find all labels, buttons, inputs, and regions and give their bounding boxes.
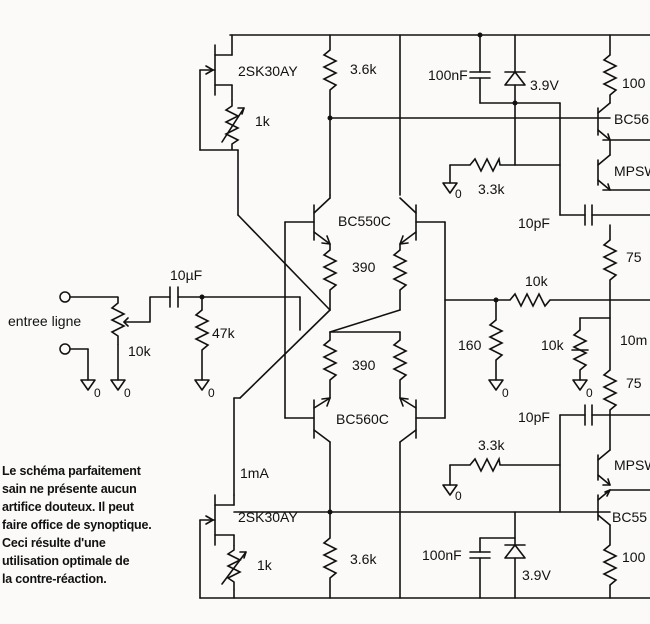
label-jfet-top: 2SK30AY bbox=[238, 63, 298, 79]
caption-line: la contre-réaction. bbox=[2, 572, 107, 586]
label-r-out-bottom: 100 bbox=[622, 549, 646, 565]
pot-top bbox=[221, 100, 245, 150]
label-bc56: BC56 bbox=[614, 111, 649, 127]
label-gnd-5: 0 bbox=[502, 386, 509, 400]
label-bc55: BC55 bbox=[612, 509, 647, 525]
top-output-stage bbox=[449, 32, 650, 301]
caption-line: Ceci résulte d'une bbox=[2, 536, 106, 550]
npn-pair bbox=[284, 194, 446, 245]
bottom-output-stage bbox=[449, 299, 650, 599]
label-r75-bottom: 75 bbox=[626, 375, 642, 391]
figure-caption: Le schéma parfaitement sain ne présente … bbox=[2, 462, 172, 588]
resistors-390-bottom bbox=[322, 331, 408, 399]
label-gnd-6: 0 bbox=[586, 386, 593, 400]
label-gnd-1: 0 bbox=[455, 187, 462, 201]
caption-line: faire office de synoptique. bbox=[2, 518, 152, 532]
label-gnd-4: 0 bbox=[208, 386, 215, 400]
label-gnd-2: 0 bbox=[94, 386, 101, 400]
caption-line: Le schéma parfaitement bbox=[2, 464, 141, 478]
input-stage bbox=[59, 286, 301, 381]
label-pnp-pair: BC560C bbox=[336, 411, 389, 427]
label-gnd-7: 0 bbox=[455, 489, 462, 503]
label-pot-bottom: 1k bbox=[257, 557, 273, 573]
label-pot-top: 1k bbox=[255, 113, 271, 129]
pnp-pair bbox=[284, 397, 446, 443]
caption-line: sain ne présente aucun bbox=[2, 482, 137, 496]
label-r390-top: 390 bbox=[352, 259, 376, 275]
jfet-bottom bbox=[199, 494, 247, 599]
label-r-bias-top: 3.3k bbox=[478, 181, 505, 197]
label-cap-top: 100nF bbox=[428, 67, 468, 83]
label-gnd-3: 0 bbox=[124, 386, 131, 400]
label-current-top: 10m bbox=[620, 332, 647, 348]
resistors-390-top bbox=[239, 243, 408, 399]
label-r-out-top: 100 bbox=[622, 75, 646, 91]
label-cap-bottom: 100nF bbox=[422, 547, 462, 563]
rails bbox=[199, 34, 650, 599]
label-r75-top: 75 bbox=[626, 249, 642, 265]
label-r-gnd: 160 bbox=[458, 337, 482, 353]
label-pot-in: 10k bbox=[128, 343, 152, 359]
label-mpsw-top: MPSW bbox=[614, 163, 650, 179]
label-current-bottom: 1mA bbox=[240, 465, 269, 481]
caption-line: artifice douteux. Il peut bbox=[2, 500, 134, 514]
label-cap-miller-bottom: 10pF bbox=[518, 409, 550, 425]
label-cap-in: 10µF bbox=[170, 267, 202, 283]
component-labels: 2SK30AY 1k 3.6k 100nF 3.9V 100 BC56 MPSW… bbox=[8, 61, 650, 583]
label-r-in: 47k bbox=[212, 325, 236, 341]
label-r390-bottom: 390 bbox=[352, 357, 376, 373]
label-zener-top: 3.9V bbox=[530, 77, 559, 93]
ground-symbols bbox=[80, 182, 588, 496]
resistor-top-3k6 bbox=[322, 34, 338, 196]
input-label: entree ligne bbox=[8, 313, 81, 329]
label-mpsw-bottom: MPSW bbox=[614, 457, 650, 473]
label-r-fb: 10k bbox=[525, 273, 549, 289]
label-r-top: 3.6k bbox=[350, 61, 377, 77]
label-cap-miller-top: 10pF bbox=[518, 215, 550, 231]
label-zener-bottom: 3.9V bbox=[522, 567, 551, 583]
jfet-top bbox=[199, 34, 239, 151]
label-r-bottom: 3.6k bbox=[350, 551, 377, 567]
resistor-bottom-3k6 bbox=[322, 537, 338, 599]
label-pot-mid: 10k bbox=[541, 337, 565, 353]
label-jfet-bottom: 2SK30AY bbox=[238, 509, 298, 525]
feedback-network bbox=[444, 292, 650, 381]
label-npn-pair: BC550C bbox=[338, 213, 391, 229]
caption-line: utilisation optimale de bbox=[2, 554, 130, 568]
label-r-bias-bottom: 3.3k bbox=[478, 437, 505, 453]
